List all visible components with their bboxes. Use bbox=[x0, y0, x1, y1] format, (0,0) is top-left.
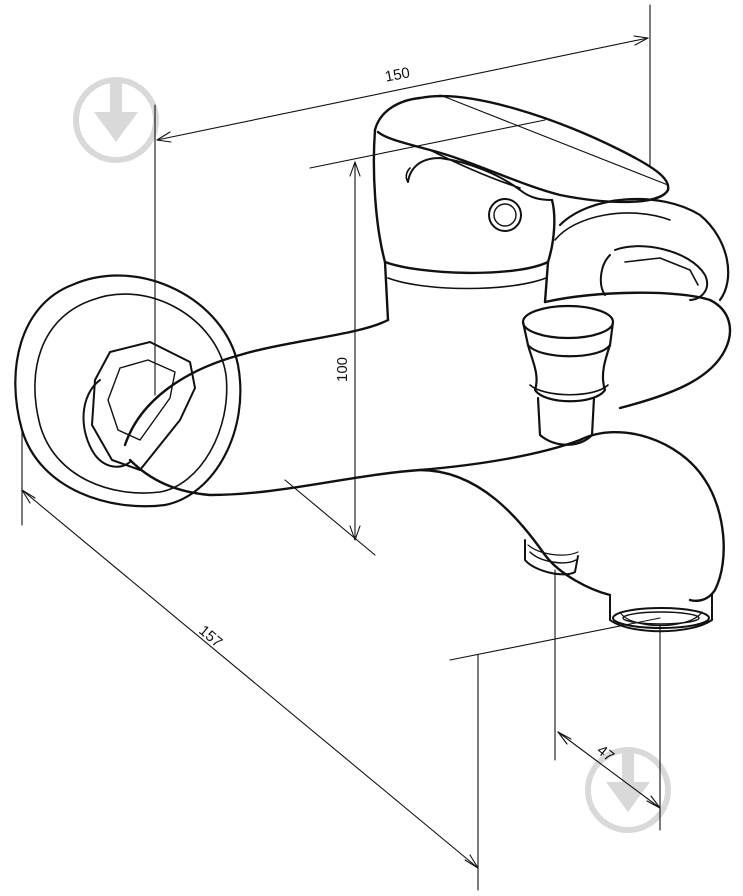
dimension-lines bbox=[21, 4, 669, 891]
dimension-47-label: 47 bbox=[594, 742, 618, 766]
watermark-top-left-icon bbox=[73, 77, 159, 163]
left-wall-flange bbox=[14, 274, 242, 508]
watermark-bottom-right-icon bbox=[585, 747, 671, 833]
dimension-157-label: 157 bbox=[195, 622, 225, 651]
dimension-100-label: 100 bbox=[334, 357, 351, 382]
mixer-column bbox=[372, 96, 556, 322]
dimension-150-label: 150 bbox=[384, 64, 412, 85]
diverter-knob bbox=[521, 304, 615, 446]
right-wall-flange bbox=[554, 197, 730, 302]
spout bbox=[418, 431, 725, 633]
handle-cap-button bbox=[488, 198, 522, 232]
lever-handle bbox=[376, 94, 670, 204]
spout-diverter-connector bbox=[524, 539, 579, 576]
left-hex-connector bbox=[82, 341, 196, 471]
faucet-body bbox=[123, 291, 732, 497]
